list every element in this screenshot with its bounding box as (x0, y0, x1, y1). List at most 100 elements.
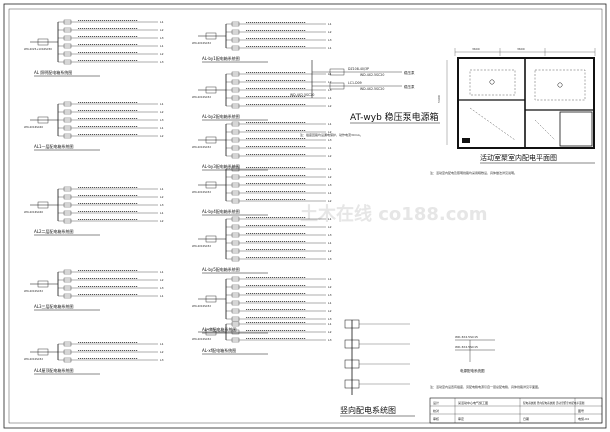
branch-breaker (231, 308, 240, 314)
riser-title: 竖向配电系统图 (340, 405, 396, 415)
incoming-cable-label: WD-4X10SC32 (192, 41, 211, 45)
branch-breaker (63, 19, 72, 25)
branch-breaker (231, 174, 240, 180)
branch-breaker (63, 349, 72, 355)
phase-label: L3 (160, 203, 164, 207)
diagram-title: AL-by4配电箱系统图 (202, 208, 240, 214)
small-legend-title: 电源配电系统图 (460, 368, 485, 373)
phase-label: L1 (328, 22, 332, 26)
phase-label: L2 (328, 309, 332, 313)
phase-label: L3 (160, 358, 164, 362)
main-breaker (205, 181, 217, 189)
phase-label: L1 (328, 167, 332, 171)
branch-breaker (63, 35, 72, 41)
branch-breaker (231, 21, 240, 27)
branch-breaker (231, 121, 240, 127)
branch-breaker (231, 37, 240, 43)
phase-label: L2 (328, 285, 332, 289)
phase-label: L2 (328, 330, 332, 334)
phase-label: L1 (160, 20, 164, 24)
phase-label: L1 (160, 126, 164, 130)
main-breaker (37, 348, 49, 356)
main-breaker (205, 86, 217, 94)
branch-breaker (231, 190, 240, 196)
at-load-2: 稳压泵 (404, 84, 415, 89)
diagram-title: AL-by3配电箱系统图 (202, 163, 240, 169)
phase-label: L3 (328, 138, 332, 142)
right-note-1: 注：活动室内设置有插座，另配电箱电源引自一层总配电箱，具体线路详见平面图。 (430, 384, 541, 389)
phase-label: L2 (328, 30, 332, 34)
branch-breaker (63, 269, 72, 275)
diagram-title: AL3三层配电箱系统图 (34, 303, 74, 309)
phase-label: L2 (328, 130, 332, 134)
incoming-cable-label: WD-4X16SC40 (24, 125, 43, 129)
phase-label: L3 (328, 257, 332, 261)
branch-breaker (231, 216, 240, 222)
diagram-title: AL-by5配电箱系统图 (202, 266, 240, 272)
branch-breaker (231, 129, 240, 135)
incoming-cable-label: WD-4X10SC32 (24, 289, 43, 293)
phase-label: L3 (160, 60, 164, 64)
plan-dim-3: 5400 (437, 95, 441, 103)
title-block: 设计 校对 审核 某活动中心电气施工图 配电系统图 竖向配电系统图 活动室聚室内… (429, 397, 603, 424)
phase-label: L1 (328, 217, 332, 221)
diagram-title: AL-dt配电箱系统图 (202, 326, 236, 332)
phase-label: L3 (328, 293, 332, 297)
branch-breaker (231, 29, 240, 35)
phase-label: L2 (328, 225, 332, 229)
branch-breaker (231, 248, 240, 254)
phase-label: L1 (328, 122, 332, 126)
phase-label: L3 (160, 36, 164, 40)
branch-breaker (63, 194, 72, 200)
branch-breaker (231, 79, 240, 85)
branch-breaker (231, 284, 240, 290)
branch-breaker (63, 341, 72, 347)
phase-label: L1 (328, 191, 332, 195)
phase-label: L2 (328, 104, 332, 108)
diagram-title: AL-by2配电箱系统图 (202, 113, 240, 119)
diagram-title: AL2二层配电箱系统图 (34, 228, 74, 234)
diagram-title: AL1一层配电箱系统图 (34, 143, 74, 149)
tb-label-3: 审核 (433, 416, 439, 421)
branch-breaker (63, 27, 72, 33)
phase-label: L1 (160, 102, 164, 106)
plan-dim-1: 3600 (472, 47, 480, 51)
branch-breaker (63, 285, 72, 291)
branch-breaker (231, 292, 240, 298)
phase-label: L1 (328, 301, 332, 305)
at-breaker-2: LC1-D09 (348, 81, 362, 85)
sheet-inner-border (8, 8, 603, 424)
phase-label: L2 (328, 199, 332, 203)
branch-breaker (231, 103, 240, 109)
tb-label-1: 设计 (433, 400, 439, 405)
tb-sheet-no: 电施-04 (578, 416, 589, 421)
at-note: 注：插座回路均设漏电保护，动作电流30mA。 (300, 132, 363, 137)
incoming-cable-label: WD-4X10SC32 (192, 244, 211, 248)
main-breaker (37, 38, 49, 46)
phase-label: L1 (328, 96, 332, 100)
main-breaker (37, 201, 49, 209)
phase-label: L2 (328, 175, 332, 179)
incoming-cable-label: WD-4X10SC32 (192, 95, 211, 99)
phase-label: L1 (160, 44, 164, 48)
phase-label: L3 (328, 183, 332, 187)
phase-label: L2 (160, 278, 164, 282)
branch-breaker (231, 337, 240, 343)
sheet-border (3, 3, 607, 429)
branch-breaker (231, 71, 240, 77)
phase-label: L2 (160, 28, 164, 32)
main-breaker (205, 136, 217, 144)
branch-breaker (63, 101, 72, 107)
branch-breaker (63, 133, 72, 139)
branch-breaker (231, 224, 240, 230)
phase-label: L3 (328, 317, 332, 321)
tb-label-4: 审定 (458, 416, 464, 421)
branch-breaker (231, 198, 240, 204)
branch-breaker (231, 182, 240, 188)
phase-label: L2 (160, 52, 164, 56)
branch-breaker (231, 232, 240, 238)
phase-label: L2 (160, 219, 164, 223)
incoming-cable-label: WD-4X10SC32 (192, 337, 211, 341)
phase-label: L1 (328, 241, 332, 245)
branch-breaker (63, 218, 72, 224)
